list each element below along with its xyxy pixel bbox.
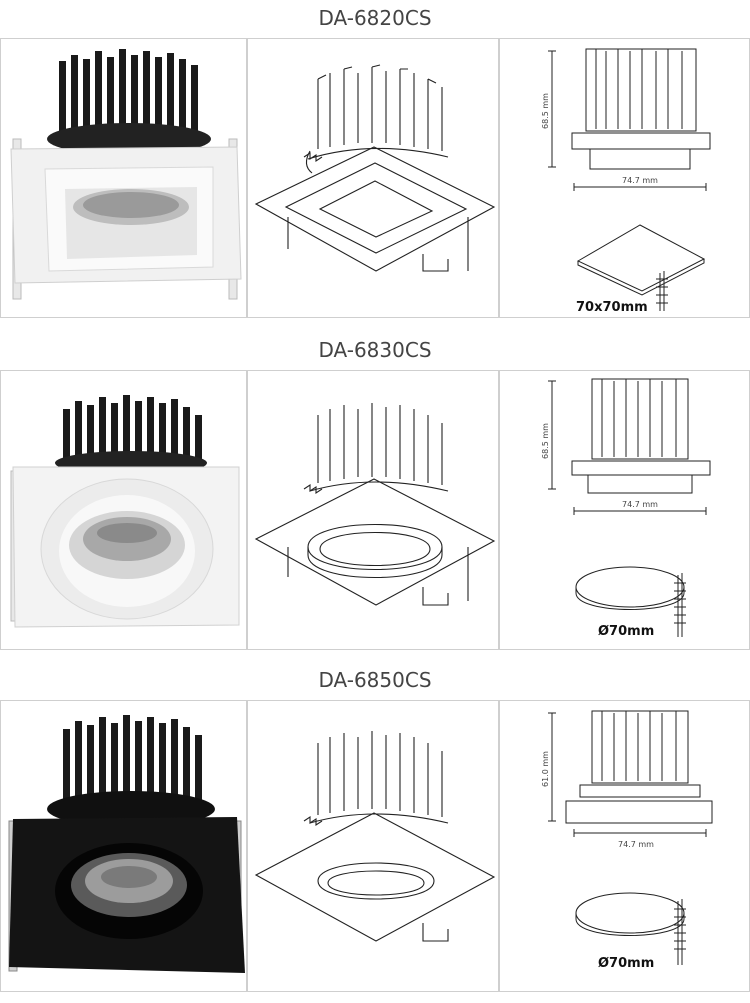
- product-dimensions: 68.5 mm 74.7 mm Ø70mm: [499, 370, 750, 650]
- width-dimension: 74.7 mm: [622, 176, 658, 185]
- height-dimension: 68.5 mm: [541, 93, 550, 129]
- product-title: DA-6850CS: [318, 668, 432, 692]
- product-dimensions: 68.5 mm 74.7 mm 70x70mm: [499, 38, 750, 318]
- product-section-3: DA-6850CS: [0, 662, 750, 1003]
- height-dimension: 61.0 mm: [541, 751, 550, 787]
- product-section-2: DA-6830CS: [0, 332, 750, 654]
- product-row: 68.5 mm 74.7 mm Ø70mm: [0, 370, 750, 650]
- product-line-drawing: [247, 700, 499, 992]
- product-row: 68.5 mm 74.7 mm 70x70mm: [0, 38, 750, 318]
- width-dimension: 74.7 mm: [622, 500, 658, 509]
- product-title: DA-6830CS: [318, 338, 432, 362]
- width-dimension: 74.7 mm: [618, 840, 654, 849]
- cutout-dimension: 70x70mm: [576, 300, 648, 315]
- cutout-dimension: Ø70mm: [598, 624, 654, 639]
- product-photo: [0, 370, 247, 650]
- product-row: 61.0 mm 74.7 mm Ø70mm: [0, 700, 750, 992]
- product-photo: [0, 700, 247, 992]
- product-section-1: DA-6820CS: [0, 0, 750, 322]
- height-dimension: 68.5 mm: [541, 423, 550, 459]
- product-line-drawing: [247, 38, 499, 318]
- product-line-drawing: [247, 370, 499, 650]
- cutout-dimension: Ø70mm: [598, 956, 654, 971]
- product-title: DA-6820CS: [318, 6, 432, 30]
- product-photo: [0, 38, 247, 318]
- product-dimensions: 61.0 mm 74.7 mm Ø70mm: [499, 700, 750, 992]
